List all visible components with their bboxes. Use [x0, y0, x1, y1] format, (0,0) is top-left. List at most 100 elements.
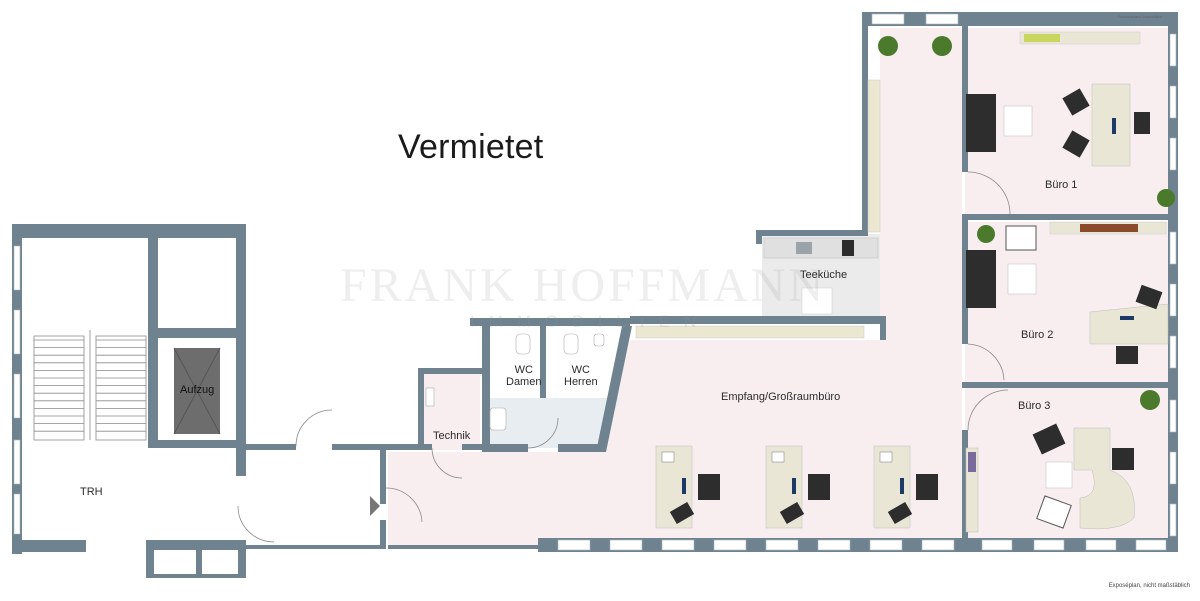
plant-icon: [1157, 189, 1175, 207]
watermark-sub: IMMOBILIEN: [470, 312, 711, 331]
window: [1169, 451, 1177, 485]
window: [765, 539, 799, 551]
shelf-books: [968, 452, 976, 472]
window: [13, 373, 21, 419]
office-chair: [887, 501, 913, 525]
floor-empfang: [388, 28, 962, 545]
window: [1169, 33, 1177, 67]
wall-column-left: [862, 12, 868, 232]
wall-b1-b2: [962, 214, 1172, 220]
monitor: [792, 478, 796, 494]
door-swing-corridor: [295, 409, 333, 447]
plan-disclaimer: Exposéplan, nicht maßstäblich: [1108, 583, 1190, 589]
shaft-box: [202, 550, 238, 574]
wall-stair-bottom: [12, 540, 86, 552]
wall-stair-shaft-top: [148, 328, 246, 338]
wall-corridor-top2: [236, 444, 296, 450]
office-chair: [1062, 130, 1090, 158]
wall-right-outer: [1168, 12, 1178, 552]
wall-corridor-right: [380, 444, 386, 504]
wall-bottom-corridor: [388, 545, 540, 549]
stair-flight-right: [95, 335, 147, 441]
room-label-trh: TRH: [80, 486, 103, 498]
room-label-empfang: Empfang/Großraumbüro: [721, 391, 841, 403]
plant-icon: [932, 36, 952, 56]
door-swing-buero2: [967, 343, 1005, 381]
sofa: [966, 94, 996, 152]
entrance-arrow-icon: [370, 496, 380, 516]
washbasin-icon: [489, 407, 507, 431]
wall-kitchen-top: [756, 230, 868, 236]
window: [1169, 231, 1177, 265]
plant-icon: [878, 36, 898, 56]
wall-b2-b3: [962, 382, 1172, 388]
window: [13, 439, 21, 485]
room-label-aufzug: Aufzug: [180, 384, 215, 396]
window: [869, 539, 903, 551]
window: [1085, 539, 1117, 551]
door-swing-buero1: [967, 171, 1011, 215]
wall-bottom-main: [538, 538, 1178, 552]
shelf-books: [1080, 224, 1138, 232]
window: [13, 245, 21, 291]
wall-kitchen-left: [756, 230, 762, 244]
wall-kitchen-right: [880, 316, 886, 340]
door-swing-entrance: [385, 487, 423, 523]
desk: [1091, 83, 1131, 167]
rental-status: Vermietet: [398, 128, 544, 166]
office-chair: [698, 474, 720, 500]
counter-long: [635, 325, 865, 339]
side-table: [1007, 263, 1037, 295]
counter-vertical: [867, 79, 881, 233]
wall-stair-right: [236, 224, 246, 476]
buero2-furniture: [966, 221, 1169, 364]
desk: [1089, 303, 1169, 345]
sink: [796, 242, 812, 254]
door-swing-buero3: [967, 389, 1009, 431]
buero1-furniture: [966, 31, 1150, 167]
buero3-furniture: [965, 423, 1135, 533]
window: [981, 539, 1013, 551]
wall-stair-mid: [148, 238, 158, 448]
stair-steps: [34, 339, 146, 432]
wall-wc-bottom2: [558, 444, 602, 452]
window: [609, 539, 643, 551]
elevator: [173, 347, 221, 435]
window: [557, 539, 591, 551]
stove: [842, 240, 854, 256]
window: [13, 493, 21, 535]
workstation: [765, 445, 830, 529]
floor-wc: [490, 398, 620, 448]
wall-right-inner: [962, 12, 968, 172]
sofa: [966, 250, 996, 308]
kitchen-furniture: [635, 79, 881, 339]
phone: [771, 451, 785, 463]
room-label-buero3: Büro 3: [1018, 400, 1051, 412]
wall-wc-bottom: [482, 444, 528, 452]
door-swing-technik: [431, 447, 463, 479]
workstations: [655, 445, 938, 529]
window: [817, 539, 851, 551]
window: [13, 309, 21, 355]
floor-corridor: [248, 445, 388, 545]
workstation: [655, 445, 720, 529]
wall-technik-bottom2: [462, 444, 490, 450]
office-chair: [1134, 112, 1150, 134]
wall-wc-mid: [540, 326, 546, 398]
plants: [878, 36, 1175, 410]
side-table: [1045, 461, 1073, 489]
brand-mark: Beuneneland immobilien: [1118, 14, 1162, 19]
side-table: [1003, 105, 1033, 137]
wall-stair-top: [12, 224, 246, 238]
window: [1033, 539, 1065, 551]
window: [871, 13, 905, 25]
phone: [661, 451, 675, 463]
toilet-icon: [515, 333, 531, 355]
monitor: [1120, 316, 1134, 320]
phone: [879, 451, 893, 463]
wall-technik-top: [418, 368, 488, 374]
office-chair: [1062, 88, 1090, 116]
window: [1169, 503, 1177, 537]
